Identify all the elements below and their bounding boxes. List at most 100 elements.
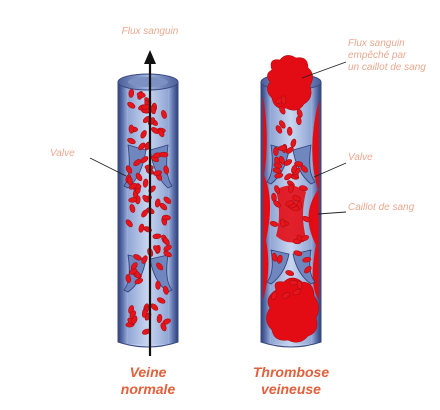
blood-cell	[161, 214, 171, 221]
caption-normal-1: Veine	[130, 364, 167, 380]
blood-cell	[279, 120, 286, 129]
blood-cell	[125, 274, 132, 284]
clot-bottom	[266, 277, 319, 343]
blood-cell	[288, 279, 298, 286]
blood-cell	[156, 262, 164, 271]
blood-cell	[293, 250, 303, 257]
blood-cell	[291, 164, 298, 174]
blood-cell	[159, 151, 169, 158]
blood-cell	[283, 159, 293, 166]
blood-flow-arrow	[144, 50, 156, 356]
blood-cell	[163, 165, 169, 175]
clot-top	[267, 55, 313, 111]
blood-cell	[153, 170, 163, 176]
blood-cell	[152, 233, 162, 240]
blood-cell	[276, 254, 283, 264]
blood-cell	[163, 244, 172, 252]
blood-cell	[277, 145, 287, 151]
leader-clot	[317, 211, 347, 215]
blood-cell	[134, 278, 144, 285]
blood-cell	[300, 235, 310, 242]
blood-cell	[127, 137, 136, 145]
blood-cell	[150, 303, 159, 311]
blood-cell	[156, 297, 166, 304]
caption-thrombosis-1: Thrombose	[253, 364, 329, 380]
thrombosis-blood-cells	[269, 95, 312, 300]
blood-cell	[292, 289, 302, 296]
leader-valve-right	[313, 162, 347, 178]
clot-middle	[276, 185, 306, 243]
blood-cell	[160, 322, 167, 332]
label-flow-top: Flux sanguin	[122, 26, 179, 37]
blood-cell	[135, 172, 143, 181]
blood-cell	[269, 220, 279, 227]
blood-cell	[285, 146, 294, 154]
caption-thrombosis-2: veineuse	[261, 381, 321, 397]
blood-cell	[128, 88, 135, 98]
blood-cell	[279, 106, 286, 115]
blood-cell	[299, 185, 308, 192]
blood-cell	[288, 184, 294, 194]
blood-cell	[281, 292, 290, 299]
blood-cell	[138, 142, 146, 151]
label-flow-blocked-1: Flux sanguin	[348, 38, 405, 49]
blood-cell	[163, 237, 170, 246]
blood-cell	[271, 291, 278, 300]
caption-normal-2: normale	[121, 381, 176, 397]
blood-cell	[133, 254, 142, 261]
blood-cell	[161, 110, 167, 119]
blood-cell	[125, 165, 133, 174]
blood-cell	[158, 128, 165, 138]
blood-cell	[278, 155, 285, 165]
blood-cell	[128, 268, 138, 275]
blood-cell	[128, 183, 138, 190]
blood-cell	[128, 124, 135, 134]
blood-cell	[127, 101, 136, 109]
blood-cell	[140, 156, 149, 164]
blood-cell	[294, 161, 304, 167]
blood-cell	[133, 159, 142, 167]
blood-cell	[275, 125, 283, 134]
blood-cell	[156, 314, 163, 323]
blood-cell	[273, 146, 279, 156]
blood-cell	[136, 92, 146, 98]
label-valve-right: Valve	[348, 152, 373, 163]
blood-cell	[138, 223, 145, 233]
blood-cell	[274, 185, 281, 194]
blood-cell	[302, 256, 312, 263]
thrombosis-vein	[260, 55, 322, 348]
label-flow-blocked-2: empêché par	[348, 50, 407, 61]
blood-cell	[296, 108, 303, 118]
blood-cell	[129, 204, 136, 213]
blood-cell	[271, 252, 278, 262]
clot-wall-right	[308, 100, 319, 300]
blood-cell	[141, 104, 151, 110]
blood-cell	[142, 178, 149, 188]
label-clot: Caillot de sang	[348, 202, 415, 213]
normal-vein	[117, 73, 179, 348]
blood-cell	[153, 245, 161, 253]
blood-cell	[131, 315, 138, 325]
blood-cell	[141, 255, 148, 264]
blood-cell	[285, 200, 294, 207]
blood-cell	[128, 197, 138, 203]
blood-cell	[163, 196, 172, 204]
blood-cell	[142, 194, 150, 203]
blood-cell	[140, 130, 147, 139]
leader-valve-left	[89, 157, 127, 177]
leader-flow-blocked	[301, 61, 347, 79]
blood-cell	[154, 198, 161, 208]
label-valve-left: Valve	[50, 148, 75, 159]
blood-cell	[162, 285, 169, 295]
blood-cell	[292, 195, 301, 202]
blood-cell	[163, 250, 172, 258]
blood-cell	[296, 280, 303, 290]
clot-wall-left	[263, 95, 271, 300]
blood-cell	[302, 215, 311, 223]
blood-cell	[141, 209, 149, 218]
blood-cell	[280, 95, 287, 105]
blood-cell	[284, 173, 293, 181]
blood-cell	[285, 270, 295, 277]
blood-cell	[125, 219, 133, 228]
